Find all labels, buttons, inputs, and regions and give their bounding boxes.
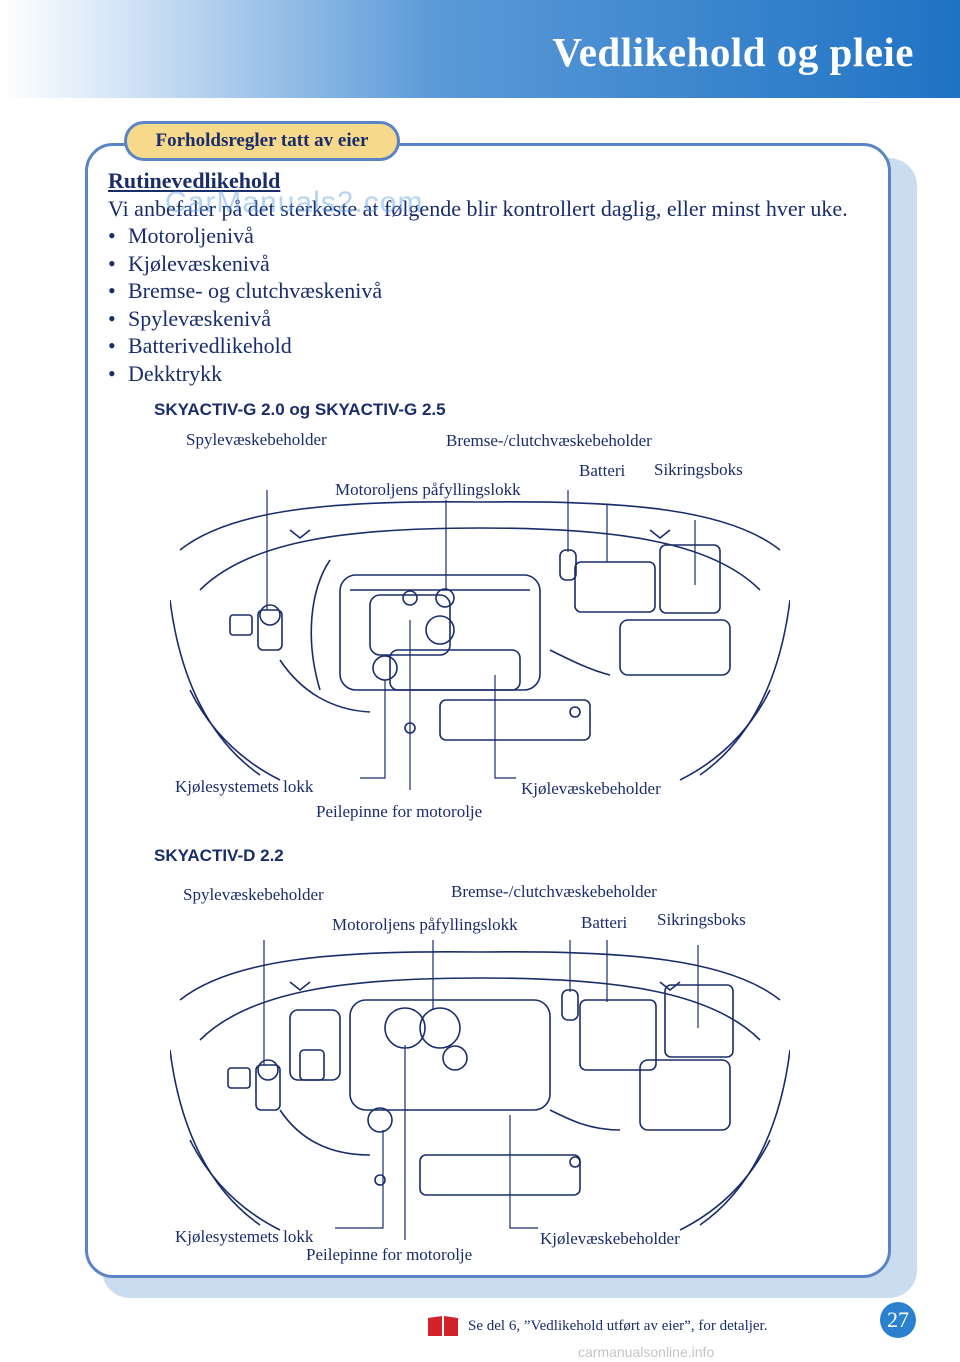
d2-label-radiator-cap: Kjølesystemets lokk [175,1227,314,1246]
d2-label-washer: Spylevæskebeholder [183,885,324,904]
watermark: CarManuals2.com [165,186,424,219]
routine-heading: Rutinevedlikehold [108,168,281,193]
d2-label-oil-cap: Motoroljens påfyllingslokk [332,915,518,934]
d1-label-washer: Spylevæskebeholder [186,430,327,449]
engine-bay-diagram-2 [170,940,790,1240]
intro-text: Vi anbefaler på det sterkeste at følgend… [108,196,848,221]
list-item: Batterivedlikehold [108,332,382,360]
check-list: Motoroljenivå Kjølevæskenivå Bremse- og … [108,222,382,387]
d1-label-battery: Batteri [579,461,626,480]
list-item: Motoroljenivå [108,222,382,250]
d1-label-fuse: Sikringsboks [654,460,743,479]
section-tab: Forholdsregler tatt av eier [124,121,400,161]
list-item: Kjølevæskenivå [108,250,382,278]
engine-bay-diagram-1 [170,490,790,790]
d1-label-dipstick: Peilepinne for motorolje [316,802,483,821]
footer-watermark: carmanualsonline.info [578,1344,715,1360]
d1-label-brake: Bremse-/clutchvæskebeholder [446,431,652,450]
page-number: 27 [880,1302,916,1338]
list-item: Spylevæskenivå [108,305,382,333]
page-header: Vedlikehold og pleie [0,0,960,98]
d1-label-coolant: Kjølevæskebeholder [521,779,661,798]
d2-label-fuse: Sikringsboks [657,910,746,929]
diagram2-title: SKYACTIV-D 2.2 [154,846,284,865]
d2-label-battery: Batteri [581,913,628,932]
d2-label-coolant: Kjølevæskebeholder [540,1229,680,1248]
manual-book-icon [428,1316,458,1336]
page-title: Vedlikehold og pleie [552,29,914,75]
d2-label-dipstick: Peilepinne for motorolje [306,1245,473,1264]
diagram1-title: SKYACTIV-G 2.0 og SKYACTIV-G 2.5 [154,400,446,419]
d1-label-oil-cap: Motoroljens påfyllingslokk [335,480,521,499]
footer-reference: Se del 6, ”Vedlikehold utført av eier”, … [468,1318,768,1334]
list-item: Dekktrykk [108,360,382,388]
list-item: Bremse- og clutchvæskenivå [108,277,382,305]
d2-label-brake: Bremse-/clutchvæskebeholder [451,882,657,901]
d1-label-radiator-cap: Kjølesystemets lokk [175,777,314,796]
